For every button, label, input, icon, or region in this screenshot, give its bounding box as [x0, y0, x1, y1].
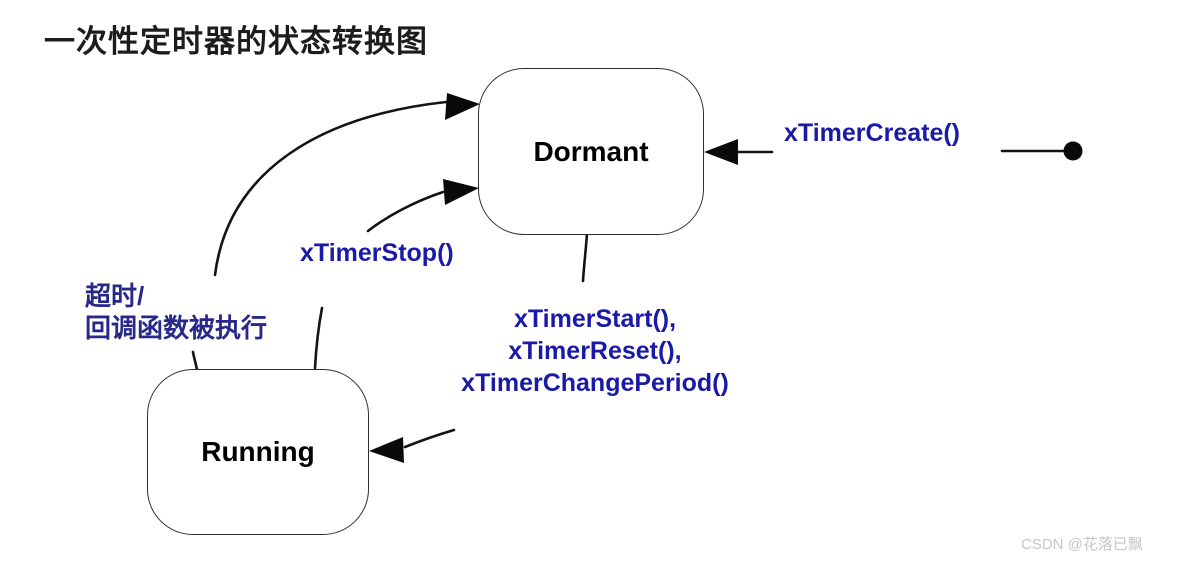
arrowhead-start-icon: [369, 437, 404, 463]
arrowhead-create-icon: [704, 139, 738, 165]
page-title: 一次性定时器的状态转换图: [44, 24, 428, 59]
edge-stop-curve: [366, 190, 445, 233]
edge-start-curve: [403, 428, 456, 449]
arrowhead-timeout-icon: [445, 93, 480, 120]
transition-label-xtimerreset: xTimerReset(),: [508, 337, 682, 365]
state-dormant-label: Dormant: [533, 135, 649, 167]
transition-label-timeout-group: 超时/ 回调函数被执行: [85, 280, 267, 344]
state-running-label: Running: [201, 436, 315, 467]
edge-timeout-curve: [213, 100, 448, 277]
state-dormant: Dormant: [478, 68, 704, 235]
edge-stop-stub: [313, 306, 324, 370]
edge-start-stub: [581, 231, 589, 283]
state-running: Running: [147, 369, 369, 535]
initial-state-dot-icon: [1063, 141, 1083, 161]
transition-label-xtimerstart: xTimerStart(),: [513, 305, 677, 333]
transition-label-xtimerstart-group: xTimerStart(), xTimerReset(), xTimerChan…: [445, 303, 745, 399]
transition-label-timeout-line2: 回调函数被执行: [85, 313, 268, 343]
edge-timeout-stub: [191, 350, 199, 372]
arrowhead-stop-icon: [443, 179, 479, 205]
transition-label-xtimerstop: xTimerStop(): [300, 239, 454, 267]
transition-label-xtimerchangeperiod: xTimerChangePeriod(): [461, 369, 729, 397]
transition-label-timeout-line1: 超时/: [85, 281, 145, 311]
watermark: CSDN @花落已飘: [1021, 536, 1143, 553]
transition-label-xtimercreate: xTimerCreate(): [784, 119, 961, 147]
